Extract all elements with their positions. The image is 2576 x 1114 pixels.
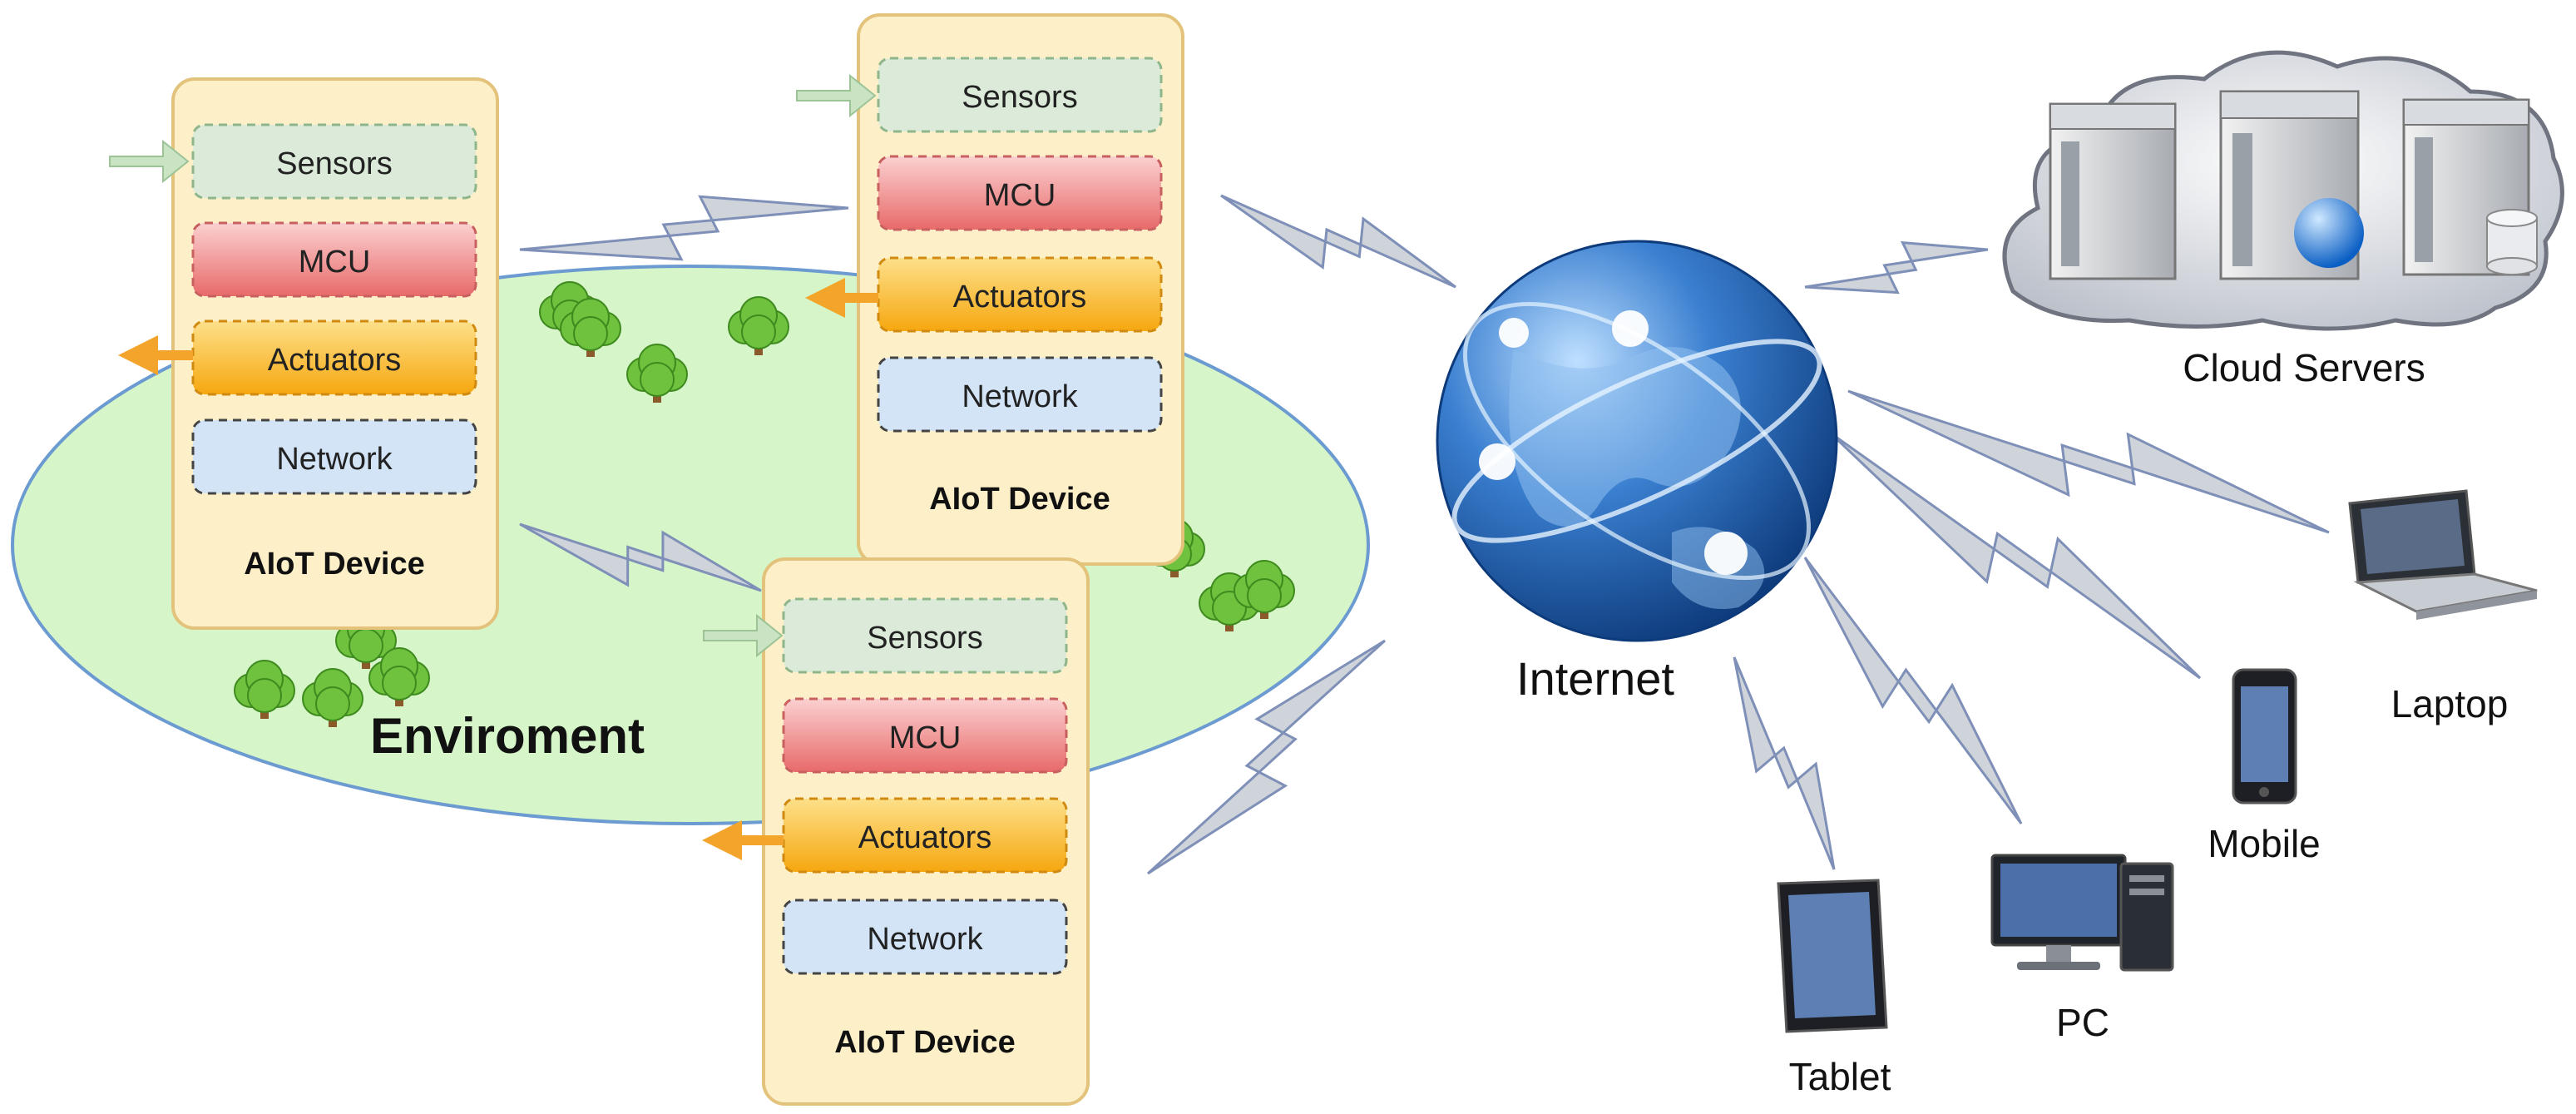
sensor-input-arrow <box>703 613 784 658</box>
wireless-bolt-icon <box>1733 656 1836 870</box>
internet-label: Internet <box>1516 652 1674 705</box>
sensors-block <box>877 57 1163 133</box>
laptop-label: Laptop <box>2391 682 2509 725</box>
mcu-block <box>782 697 1068 774</box>
mcu-block <box>191 221 477 298</box>
wireless-bolt-icon <box>519 522 762 592</box>
server-icon <box>2049 102 2177 280</box>
tree-icon <box>234 660 295 719</box>
tablet-label: Tablet <box>1789 1055 1891 1098</box>
tree-icon <box>1234 560 1295 619</box>
wireless-bolt-icon <box>1146 639 1387 875</box>
aiot-device-3: Sensors MCU Actuators Network AIoT Devic… <box>762 557 1090 1106</box>
sensor-input-arrow <box>109 139 190 184</box>
cloud-servers-label: Cloud Servers <box>2183 346 2425 389</box>
actuators-block <box>877 256 1163 333</box>
device-title: AIoT Device <box>929 482 1110 517</box>
tree-icon <box>368 647 430 706</box>
wireless-bolt-icon <box>1828 431 2202 680</box>
mcu-label: MCU <box>889 720 962 755</box>
pc-label: PC <box>2056 1001 2109 1044</box>
sensor-input-arrow <box>796 73 877 118</box>
cloud-servers-icon <box>2002 50 2564 331</box>
network-label: Network <box>276 442 393 477</box>
wireless-bolt-icon <box>519 195 849 261</box>
actuators-label: Actuators <box>268 343 402 378</box>
wireless-links <box>519 194 2330 875</box>
pc-icon <box>1990 854 2174 972</box>
server-icon <box>2219 90 2364 280</box>
actuators-block <box>782 797 1068 874</box>
server-icon <box>2402 98 2538 276</box>
wireless-bolt-icon <box>1804 240 1989 295</box>
device-title: AIoT Device <box>834 1025 1016 1060</box>
environment-label: Enviroment <box>370 708 645 764</box>
tree-icon <box>728 296 789 355</box>
actuators-label: Actuators <box>858 820 992 855</box>
actuators-block <box>191 319 477 396</box>
mcu-label: MCU <box>984 178 1056 213</box>
sensors-label: Sensors <box>276 146 392 181</box>
actuators-label: Actuators <box>953 280 1087 314</box>
sensors-label: Sensors <box>962 80 1077 115</box>
mobile-label: Mobile <box>2208 822 2321 865</box>
wireless-bolt-icon <box>1803 557 2023 824</box>
device-title: AIoT Device <box>244 547 425 582</box>
mcu-block <box>877 155 1163 231</box>
network-label: Network <box>962 379 1078 414</box>
sensors-label: Sensors <box>867 621 982 656</box>
sensors-block <box>782 597 1068 674</box>
wireless-bolt-icon <box>1220 194 1456 289</box>
tree-icon <box>626 344 688 403</box>
wireless-bolt-icon <box>1847 389 2330 534</box>
globe-badge-icon <box>2294 198 2364 268</box>
network-label: Network <box>867 922 983 957</box>
tablet-icon <box>1777 879 1888 1033</box>
internet-globe-icon <box>1436 240 1838 642</box>
network-block <box>191 418 477 495</box>
database-icon <box>2486 209 2538 275</box>
tree-icon <box>560 298 621 357</box>
sensors-block <box>191 123 477 200</box>
mcu-label: MCU <box>299 245 371 280</box>
network-block <box>782 899 1068 975</box>
mobile-icon <box>2232 668 2297 805</box>
laptop-icon <box>2348 489 2538 620</box>
network-block <box>877 356 1163 433</box>
aiot-device-1: Sensors MCU Actuators Network AIoT Devic… <box>171 77 499 630</box>
aiot-device-2: Sensors MCU Actuators Network AIoT Devic… <box>857 13 1184 566</box>
tree-icon <box>302 668 363 727</box>
